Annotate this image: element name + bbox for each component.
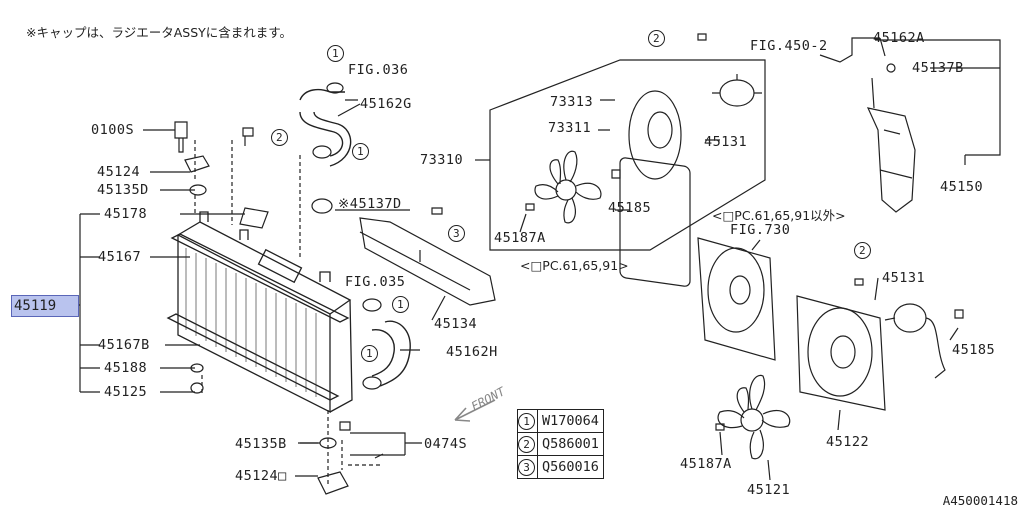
caption-pc-only: <□PC.61,65,91> <box>520 258 629 273</box>
fan-motor-lower <box>893 303 946 379</box>
legend-code[interactable]: W170064 <box>537 409 604 433</box>
washer-45188 <box>190 363 204 373</box>
cap-note: ※キャップは、ラジエータASSYに含まれます。 <box>26 25 293 40</box>
bracket-45124-lower <box>317 471 349 495</box>
bracket-45124 <box>184 155 210 173</box>
radiator <box>166 211 353 414</box>
overflow-hose <box>819 37 886 109</box>
fan-motor-upper <box>712 74 762 107</box>
label-73313[interactable]: 73313 <box>550 94 594 110</box>
label-45187a-lower[interactable]: 45187A <box>680 456 732 472</box>
label-45125[interactable]: 45125 <box>104 384 148 400</box>
duct-45134 <box>359 217 496 306</box>
coolant-reservoir <box>866 107 916 213</box>
label-45162h[interactable]: 45162H <box>446 344 498 360</box>
grommet-45125 <box>190 382 204 394</box>
fan-box-outline <box>489 59 766 251</box>
callout-1-lower-b[interactable]: 1 <box>361 345 380 362</box>
diagram-reference: A450001418 <box>942 493 1018 508</box>
callout-1-hose[interactable]: 1 <box>352 143 371 160</box>
label-45167[interactable]: 45167 <box>98 249 142 265</box>
label-fig730[interactable]: FIG.730 <box>730 222 791 238</box>
label-45185-upper[interactable]: 45185 <box>608 200 652 216</box>
fan-shroud-lower <box>697 237 776 361</box>
callout-1-top[interactable]: 1 <box>327 45 346 62</box>
label-73311[interactable]: 73311 <box>548 120 592 136</box>
callout-2-left[interactable]: 2 <box>271 129 290 146</box>
label-45135d[interactable]: 45135D <box>97 182 149 198</box>
label-45137b[interactable]: 45137B <box>912 60 964 76</box>
legend-callout: 1 <box>517 409 538 433</box>
label-45187a-upper[interactable]: 45187A <box>494 230 546 246</box>
label-45124[interactable]: 45124 <box>97 164 141 180</box>
radiator-cap <box>311 198 333 214</box>
label-45178[interactable]: 45178 <box>104 206 148 222</box>
legend-callout: 3 <box>517 455 538 479</box>
grommet-45135d <box>189 184 207 196</box>
fan-shroud-lower-rear <box>796 295 886 411</box>
assembly-part-highlight[interactable]: 45119 <box>11 295 79 317</box>
fan-blade-lower <box>717 374 791 460</box>
callout-3[interactable]: 3 <box>448 225 467 242</box>
legend-callout: 2 <box>517 432 538 456</box>
label-45162a[interactable]: 45162A <box>873 30 925 46</box>
label-45131-upper[interactable]: 45131 <box>704 134 748 150</box>
bolt-0100s <box>174 121 188 153</box>
caption-pc-except: <□PC.61,65,91以外> <box>712 208 846 223</box>
label-45121[interactable]: 45121 <box>747 482 791 498</box>
callout-1-lower[interactable]: 1 <box>392 296 411 313</box>
label-fig450-2[interactable]: FIG.450-2 <box>750 38 828 54</box>
fan-shroud-upper <box>619 90 691 287</box>
label-45137d[interactable]: ※45137D <box>338 196 402 212</box>
label-45134[interactable]: 45134 <box>434 316 478 332</box>
label-fig035[interactable]: FIG.035 <box>345 274 406 290</box>
label-45124-lower[interactable]: 45124□ <box>235 468 287 484</box>
fan-blade-upper <box>534 150 602 224</box>
callout-2-top[interactable]: 2 <box>648 30 667 47</box>
label-45150[interactable]: 45150 <box>940 179 984 195</box>
legend-code[interactable]: Q586001 <box>537 432 604 456</box>
label-45185-lower[interactable]: 45185 <box>952 342 996 358</box>
label-45122[interactable]: 45122 <box>826 434 870 450</box>
label-45135b[interactable]: 45135B <box>235 436 287 452</box>
label-73310[interactable]: 73310 <box>420 152 464 168</box>
label-45162g[interactable]: 45162G <box>360 96 412 112</box>
label-45167b[interactable]: 45167B <box>98 337 150 353</box>
label-0100s[interactable]: 0100S <box>91 122 135 138</box>
upper-hose <box>299 88 352 167</box>
label-fig036[interactable]: FIG.036 <box>348 62 409 78</box>
assembly-bracket <box>75 213 100 393</box>
label-45188[interactable]: 45188 <box>104 360 148 376</box>
label-0474s[interactable]: 0474S <box>424 436 468 452</box>
callout-2-right[interactable]: 2 <box>854 242 873 259</box>
label-45131-lower[interactable]: 45131 <box>882 270 926 286</box>
legend-code[interactable]: Q560016 <box>537 455 604 479</box>
